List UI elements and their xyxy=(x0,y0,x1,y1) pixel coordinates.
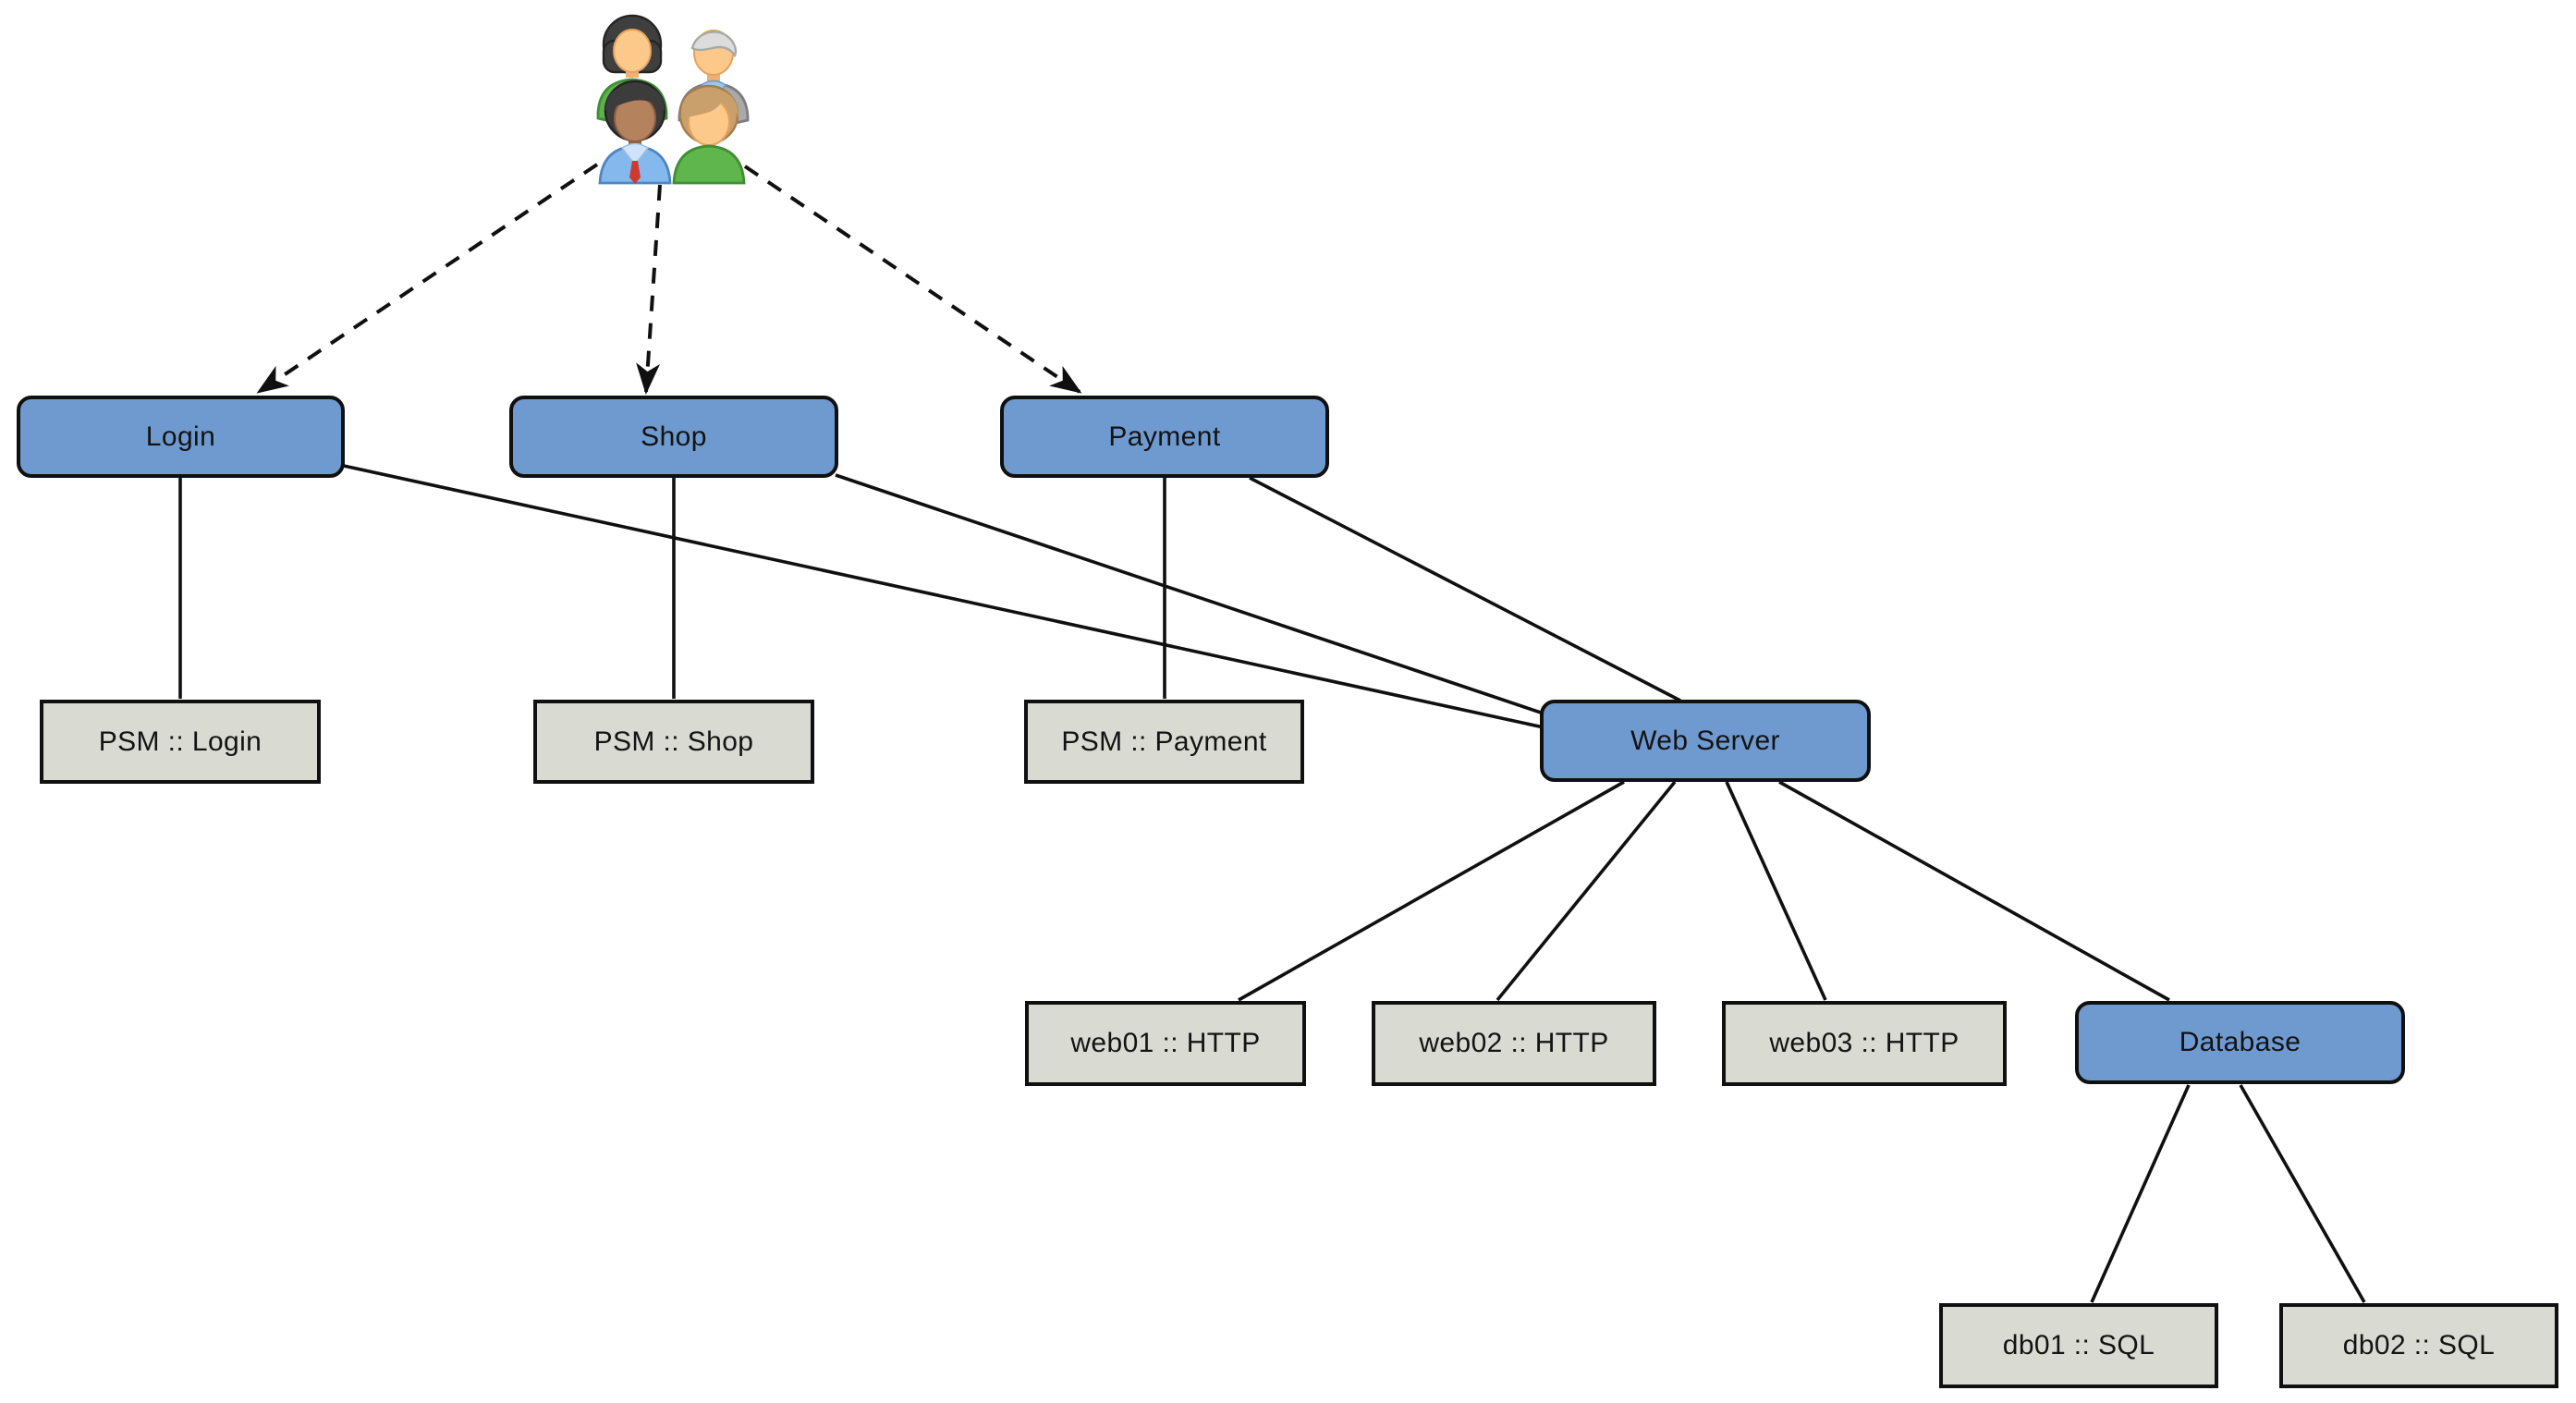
node-shop: Shop xyxy=(509,396,838,478)
edge-users-shop xyxy=(636,184,662,395)
node-web-server-label: Web Server xyxy=(1630,725,1780,756)
user-front-left xyxy=(598,79,672,185)
node-database: Database xyxy=(2075,1001,2405,1084)
node-payment: Payment xyxy=(1000,396,1329,478)
node-psm-shop-label: PSM :: Shop xyxy=(593,726,754,757)
edge-database-db02 xyxy=(2239,1084,2366,1303)
edge-payment-webserver xyxy=(1249,476,1681,702)
node-payment-label: Payment xyxy=(1108,421,1221,452)
node-db02: db02 :: SQL xyxy=(2279,1303,2558,1388)
node-shop-label: Shop xyxy=(641,421,707,452)
node-web01-label: web01 :: HTTP xyxy=(1070,1028,1261,1058)
user-front-right xyxy=(672,84,746,185)
edge-webserver-web02 xyxy=(1496,780,1677,1002)
edge-webserver-web03 xyxy=(1725,781,1827,1001)
edge-webserver-database xyxy=(1778,780,2170,1002)
node-db01-label: db01 :: SQL xyxy=(2002,1330,2155,1360)
node-psm-payment-label: PSM :: Payment xyxy=(1061,726,1267,757)
node-psm-login: PSM :: Login xyxy=(40,700,321,784)
user-group-icon xyxy=(596,14,750,185)
node-psm-payment: PSM :: Payment xyxy=(1024,700,1304,784)
edge-users-payment xyxy=(743,165,1082,394)
node-web03: web03 :: HTTP xyxy=(1722,1001,2007,1086)
node-db01: db01 :: SQL xyxy=(1939,1303,2218,1388)
edge-users-login xyxy=(256,163,599,394)
node-login: Login xyxy=(17,396,345,478)
node-web01: web01 :: HTTP xyxy=(1025,1001,1306,1086)
edge-database-db01 xyxy=(2090,1084,2191,1303)
node-web02-label: web02 :: HTTP xyxy=(1419,1028,1609,1058)
node-web-server: Web Server xyxy=(1540,700,1871,782)
edge-login-webserver xyxy=(343,464,1544,729)
node-db02-label: db02 :: SQL xyxy=(2342,1330,2496,1360)
node-login-label: Login xyxy=(145,421,216,452)
node-database-label: Database xyxy=(2179,1027,2301,1057)
edge-shop-webserver xyxy=(835,473,1544,715)
edge-webserver-web01 xyxy=(1238,780,1625,1002)
node-web03-label: web03 :: HTTP xyxy=(1769,1028,1959,1058)
node-web02: web02 :: HTTP xyxy=(1372,1001,1656,1086)
node-psm-shop: PSM :: Shop xyxy=(533,700,814,784)
node-psm-login-label: PSM :: Login xyxy=(98,726,262,757)
